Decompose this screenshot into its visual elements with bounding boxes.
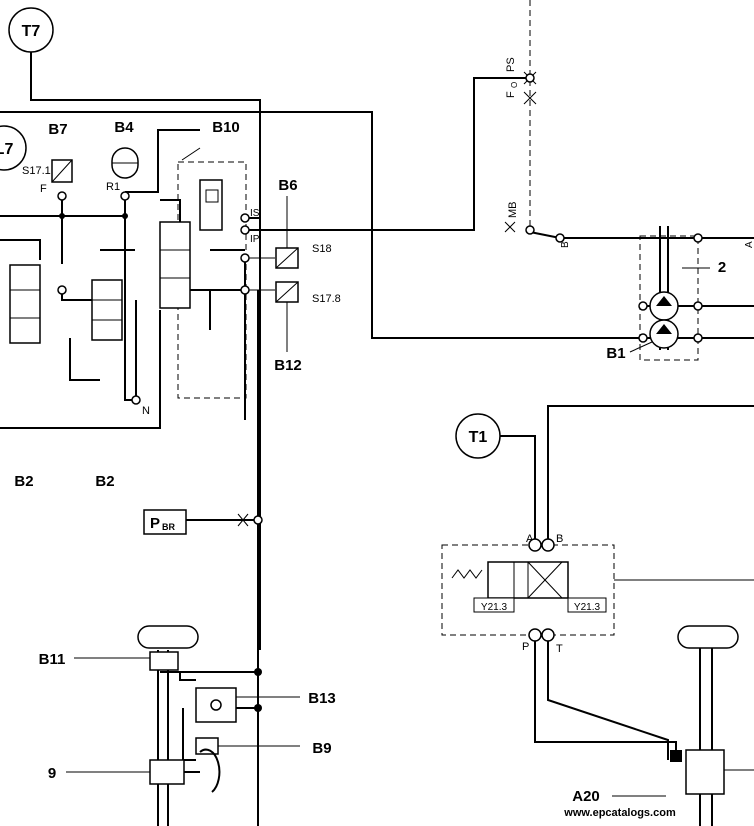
master-cylinder-9: 9 — [48, 748, 221, 793]
label-s18: S18 — [312, 243, 332, 255]
port-ps: PS F O — [505, 57, 537, 105]
accumulator-b4: B4 R1 — [106, 119, 139, 193]
label-b6: B6 — [278, 177, 297, 194]
sensor-b12: B12 S17.8 — [274, 281, 341, 374]
label-f: F — [40, 183, 47, 195]
label-n: N — [142, 405, 150, 417]
label-ps: PS — [505, 57, 517, 72]
valve-b9: B9 — [195, 737, 332, 757]
label-s171: S17.1 — [22, 165, 51, 177]
brake-pedal-right — [677, 625, 754, 795]
node-l7: L7 — [0, 125, 27, 171]
spool-valve-b2-right: B2 — [91, 279, 123, 490]
label-a-port: A — [744, 241, 754, 248]
label-t1: T1 — [469, 429, 488, 446]
label-b7: B7 — [48, 121, 67, 138]
label-mb: MB — [507, 202, 519, 219]
label-y213-right: Y21.3 — [574, 602, 601, 613]
component-a20: A20 — [572, 750, 682, 805]
label-pbr: P — [150, 515, 160, 532]
label-s178: S17.8 — [312, 293, 341, 305]
label-b-port: B — [560, 241, 571, 248]
control-spool-block: N — [142, 221, 191, 417]
label-b12: B12 — [274, 357, 302, 374]
label-b2-right: B2 — [95, 473, 114, 490]
label-port-a: A — [526, 533, 534, 545]
label-a20: A20 — [572, 788, 600, 805]
label-y213-left: Y21.3 — [481, 602, 508, 613]
valve-b10: B10 IS IP — [181, 119, 260, 245]
directional-valve-y213: Y21.3 Y21.3 A B P T — [451, 533, 754, 655]
node-t7: T7 — [8, 7, 54, 53]
label-b13: B13 — [308, 690, 336, 707]
ports — [57, 73, 703, 712]
valve-b13: B13 — [195, 687, 336, 723]
label-port-b: B — [556, 533, 563, 545]
label-t7: T7 — [22, 23, 41, 40]
watermark-text: www.epcatalogs.com — [563, 807, 676, 819]
node-t1: T1 — [455, 413, 501, 459]
pump-b1: B1 2 — [606, 259, 726, 362]
label-r1: R1 — [106, 181, 120, 193]
spool-valve-b2-left: B2 — [9, 264, 41, 490]
brake-pedal-left: B11 — [39, 625, 199, 671]
label-b4: B4 — [114, 119, 134, 136]
label-b10: B10 — [212, 119, 240, 136]
dashed-housing-2 — [639, 235, 699, 361]
label-is: IS — [250, 208, 260, 219]
dashed-housing-valve — [441, 544, 615, 636]
label-port-p: P — [522, 641, 529, 653]
label-b2-left: B2 — [14, 473, 33, 490]
label-fo-sub: O — [510, 82, 519, 88]
pressure-point-pbr: P BR — [143, 509, 249, 535]
label-ip: IP — [250, 234, 260, 245]
label-fo: F — [505, 91, 517, 98]
sensor-b6: B6 S18 — [275, 177, 332, 269]
label-l7: L7 — [0, 141, 13, 158]
port-mb: MB B A — [504, 202, 754, 248]
sensor-b7: B7 S17.1 F — [22, 121, 73, 195]
label-b11: B11 — [39, 651, 66, 668]
label-port-t: T — [556, 643, 563, 655]
label-2: 2 — [718, 259, 726, 276]
label-b1: B1 — [606, 345, 625, 362]
label-9: 9 — [48, 765, 56, 782]
label-b9: B9 — [312, 740, 331, 757]
label-pbr-sub: BR — [162, 522, 175, 532]
